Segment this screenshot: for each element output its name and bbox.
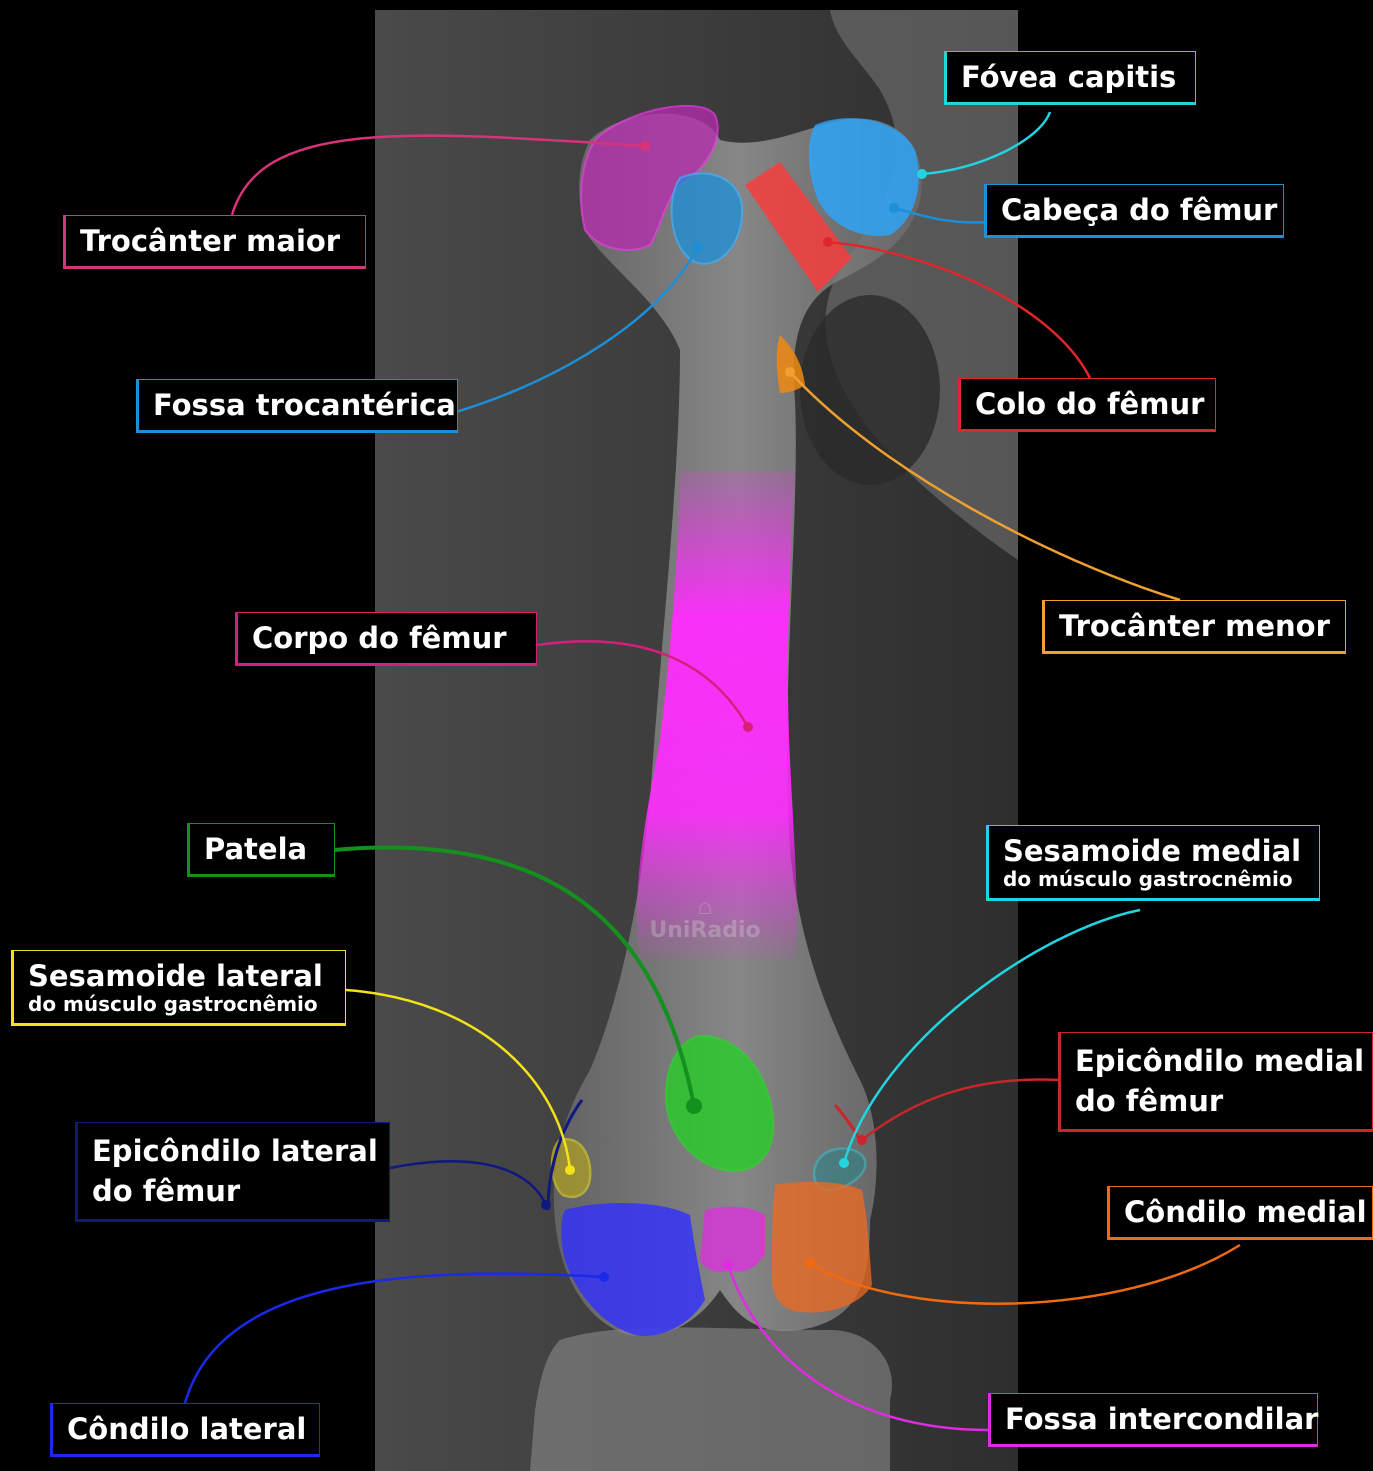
obturator-foramen (800, 295, 940, 485)
dot-fovea (917, 169, 927, 179)
watermark: ☖ UniRadio (640, 900, 770, 943)
radio-logo-icon: ☖ (640, 900, 770, 918)
dot-condilo-lateral (599, 1272, 609, 1282)
label-cabeca-femur: Cabeça do fêmur (984, 184, 1284, 238)
dot-epi-lateral (541, 1200, 551, 1210)
dot-trocanter-maior (640, 141, 650, 151)
dot-colo (823, 237, 833, 247)
label-trocanter-menor: Trocânter menor (1042, 600, 1346, 654)
label-condilo-medial: Côndilo medial (1107, 1186, 1373, 1240)
dot-trocanter-menor (785, 367, 795, 377)
dot-ses-lateral (565, 1165, 575, 1175)
label-sesamoide-medial: Sesamoide medial do músculo gastrocnêmio (986, 825, 1320, 901)
label-fossa-trocanterica: Fossa trocantérica (136, 379, 458, 433)
dot-ses-medial (839, 1158, 849, 1168)
dot-epi-medial (857, 1135, 867, 1145)
label-epicondilo-medial: Epicôndilo medial do fêmur (1058, 1032, 1373, 1132)
tibia-shape (530, 1328, 892, 1471)
dot-condilo-medial (805, 1258, 815, 1268)
label-patela: Patela (187, 823, 335, 877)
dot-patela (686, 1098, 702, 1114)
label-condilo-lateral: Côndilo lateral (50, 1403, 320, 1457)
label-corpo-femur: Corpo do fêmur (235, 612, 537, 666)
label-epicondilo-lateral: Epicôndilo lateral do fêmur (75, 1122, 390, 1222)
label-trocanter-maior: Trocânter maior (63, 215, 366, 269)
dot-fossa-inter (723, 1260, 733, 1270)
label-colo-femur: Colo do fêmur (958, 378, 1216, 432)
label-sesamoide-lateral: Sesamoide lateral do músculo gastrocnêmi… (11, 950, 346, 1026)
dot-fossa-troc (693, 242, 703, 252)
condilo-medial-region (772, 1182, 872, 1313)
label-fossa-intercondilar: Fossa intercondilar (988, 1393, 1318, 1447)
label-fovea-capitis: Fóvea capitis (944, 51, 1196, 105)
dot-cabeca (889, 203, 899, 213)
dot-corpo (743, 722, 753, 732)
fossa-intercondilar-region (700, 1207, 765, 1272)
watermark-text: UniRadio (649, 918, 760, 943)
